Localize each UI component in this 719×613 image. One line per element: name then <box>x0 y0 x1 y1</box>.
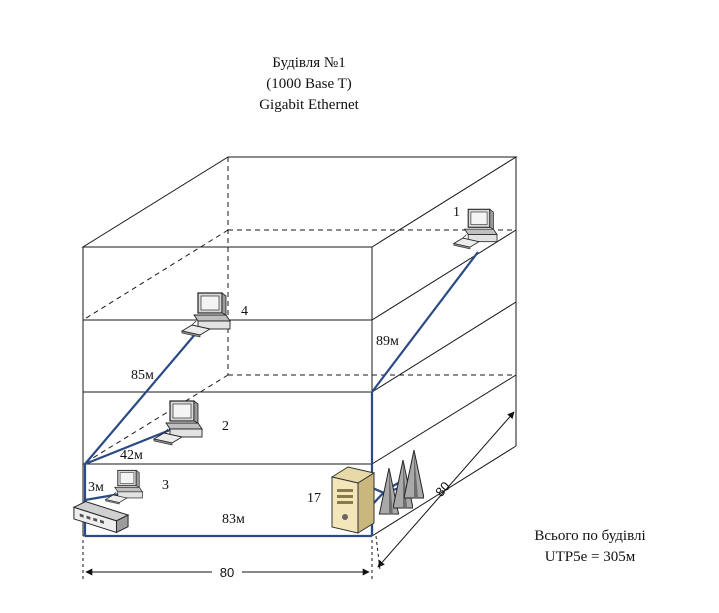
workstation-2 <box>153 400 203 446</box>
building-hidden-edges <box>82 157 516 465</box>
dimension-width-label: 80 <box>220 565 234 580</box>
summary-line-1: Всього по будівлі <box>534 528 645 544</box>
dimension-width: 80 <box>82 540 373 582</box>
workstation-icon <box>453 208 498 250</box>
summary-block: Всього по будівлі UTP5e = 305м <box>534 528 645 565</box>
title-block: Будівля №1 (1000 Base T) Gigabit Etherne… <box>259 55 359 113</box>
server-17 <box>331 466 375 534</box>
cable-length-ws2: 42м <box>120 448 143 463</box>
workstation-icon <box>105 469 143 505</box>
workstation-1 <box>453 208 498 250</box>
building-edges <box>81 156 518 537</box>
workstation-number-3: 3 <box>162 478 169 493</box>
cable-length-ground-floor: 83м <box>222 512 245 527</box>
workstation-number-1: 1 <box>453 205 460 220</box>
title-line-1: Будівля №1 <box>272 55 345 71</box>
cable-length-ws3: 3м <box>88 480 104 495</box>
device-labels: 1 4 2 3 17 <box>162 205 460 506</box>
cable-length-ws1: 89м <box>376 334 399 349</box>
server-icon <box>331 466 375 534</box>
switch <box>73 501 129 533</box>
cable-to-ws2 <box>84 428 171 466</box>
cable-length-labels: 85м 42м 3м 83м 89м <box>88 334 399 527</box>
workstation-3 <box>105 469 143 505</box>
workstation-number-2: 2 <box>222 419 229 434</box>
workstation-icon <box>153 400 203 446</box>
workstation-4 <box>181 292 231 338</box>
summary-line-2: UTP5e = 305м <box>545 549 636 565</box>
workstation-icon <box>181 292 231 338</box>
title-line-2: (1000 Base T) <box>266 76 352 92</box>
title-line-3: Gigabit Ethernet <box>259 97 359 113</box>
antenna-group <box>378 450 424 515</box>
cable-length-ws4: 85м <box>131 368 154 383</box>
workstation-number-4: 4 <box>241 304 248 319</box>
antenna-icon <box>404 450 424 499</box>
switch-icon <box>73 501 129 533</box>
server-number: 17 <box>307 491 321 506</box>
